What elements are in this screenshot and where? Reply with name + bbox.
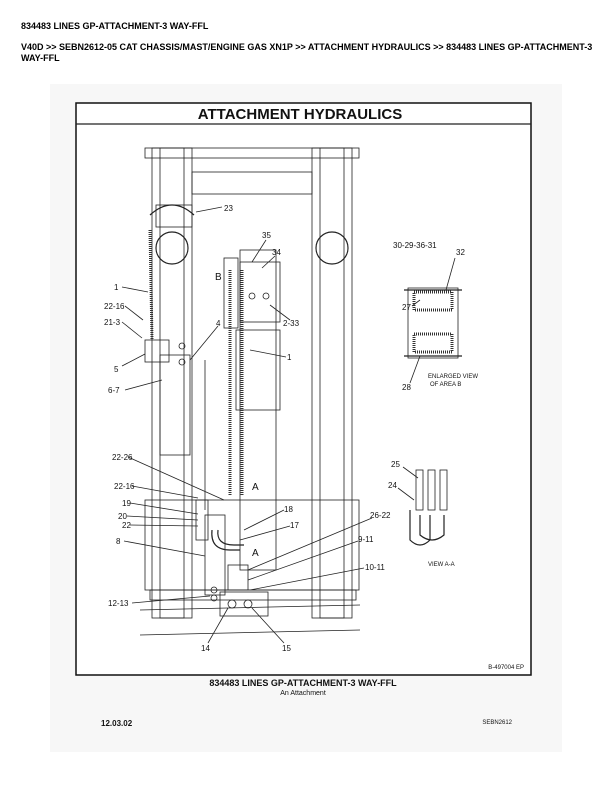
callout: 10-11: [365, 563, 385, 572]
callout: 5: [114, 365, 119, 374]
callout: 1: [114, 283, 119, 292]
enlarged-view-label: ENLARGED VIEW: [428, 374, 478, 380]
drawing-border: [75, 102, 532, 676]
caption-title: 834483 LINES GP-ATTACHMENT-3 WAY-FFL: [209, 678, 397, 688]
callout: 27: [402, 303, 411, 312]
footer-date: 12.03.02: [101, 719, 133, 728]
callout: 8: [116, 537, 121, 546]
callout: 28: [402, 383, 411, 392]
callout: B: [215, 272, 222, 283]
view-aa-label: VIEW A-A: [428, 562, 455, 568]
caption-subtitle: An Attachment: [280, 690, 326, 697]
callout: 22-16: [104, 302, 125, 311]
callout: 4: [216, 319, 221, 328]
callout: 21-3: [104, 318, 121, 327]
callout: 24: [388, 481, 397, 490]
callout: 9-11: [358, 535, 374, 544]
callout: 26-22: [370, 511, 391, 520]
callout: 14: [201, 644, 210, 653]
callout: 6-7: [108, 386, 120, 395]
page-title: 834483 LINES GP-ATTACHMENT-3 WAY-FFL: [21, 21, 209, 31]
callout: 25: [391, 460, 400, 469]
callout: 32: [456, 248, 465, 257]
view-a-a: [409, 469, 448, 546]
callout: 22-26: [112, 453, 133, 462]
callout: 18: [284, 505, 293, 514]
breadcrumb: V40D >> SEBN2612-05 CAT CHASSIS/MAST/ENG…: [21, 42, 593, 63]
enlarged-view-label: OF AREA B: [430, 382, 461, 388]
footer-doc-code: SEBN2612: [482, 720, 512, 726]
callout: 22: [122, 521, 131, 530]
callout: 20: [118, 512, 127, 521]
callout: 30-29-36-31: [393, 241, 437, 250]
callout: 12-13: [108, 599, 129, 608]
enlarged-view-b: [404, 287, 462, 359]
callout: 35: [262, 231, 271, 240]
callout: 22-16: [114, 482, 135, 491]
callout-labels: 23 35 34 B 2-33 1 22-16 21-3 4 5 1 6-7 3…: [104, 204, 524, 671]
callout: 2-33: [283, 319, 300, 328]
callout: 19: [122, 499, 131, 508]
callout: A: [252, 482, 259, 493]
callout: A: [252, 548, 259, 559]
callout: 17: [290, 521, 299, 530]
drawing-number: B-497004 EP: [488, 665, 524, 671]
callout: 23: [224, 204, 233, 213]
drawing-title: ATTACHMENT HYDRAULICS: [198, 106, 402, 123]
callout: 15: [282, 644, 291, 653]
callout: 1: [287, 353, 292, 362]
leader-lines: [121, 206, 456, 644]
callout: 34: [272, 248, 281, 257]
